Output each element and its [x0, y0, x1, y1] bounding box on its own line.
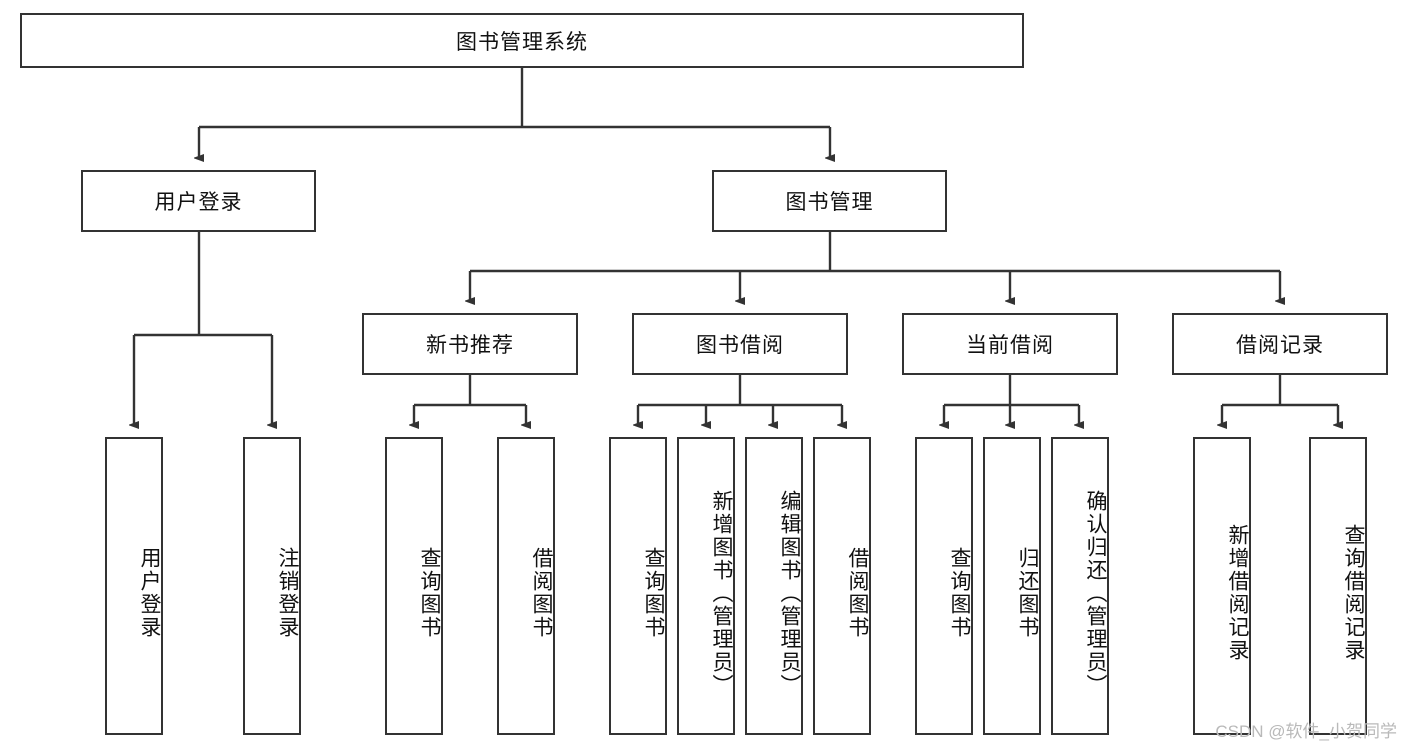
leaf-borrow-query-books[interactable]: 查询图书	[609, 437, 667, 735]
node-label: 用户登录	[138, 547, 161, 639]
node-new-book-recommendation[interactable]: 新书推荐	[362, 313, 578, 375]
node-label: 图书借阅	[696, 334, 784, 357]
node-label: 图书管理系统	[456, 30, 588, 54]
node-label: 借阅图书	[530, 547, 553, 639]
leaf-borrow-add-book-admin[interactable]: 新增图书（管理员）	[677, 437, 735, 735]
node-label: 查询图书	[642, 547, 665, 639]
leaf-logout[interactable]: 注销登录	[243, 437, 301, 735]
node-current-borrowing[interactable]: 当前借阅	[902, 313, 1118, 375]
leaf-new-book-borrow-books[interactable]: 借阅图书	[497, 437, 555, 735]
csdn-watermark: CSDN @软件_小贺同学	[1215, 722, 1397, 741]
leaf-current-return-books[interactable]: 归还图书	[983, 437, 1041, 735]
node-label: 编辑图书（管理员）	[778, 489, 801, 697]
node-label: 图书管理	[785, 191, 874, 214]
node-borrow-records[interactable]: 借阅记录	[1172, 313, 1388, 375]
node-label: 查询图书	[418, 547, 441, 639]
node-book-management[interactable]: 图书管理	[712, 170, 947, 232]
leaf-record-query-borrow-record[interactable]: 查询借阅记录	[1309, 437, 1367, 735]
node-label: 查询图书	[948, 547, 971, 639]
node-label: 归还图书	[1016, 547, 1039, 639]
node-root-book-management-system[interactable]: 图书管理系统	[20, 13, 1024, 68]
leaf-current-confirm-return-admin[interactable]: 确认归还（管理员）	[1051, 437, 1109, 735]
node-label: 查询借阅记录	[1342, 524, 1365, 662]
leaf-user-login[interactable]: 用户登录	[105, 437, 163, 735]
node-label: 借阅记录	[1236, 334, 1324, 357]
node-label: 新增图书（管理员）	[710, 489, 733, 697]
node-label: 注销登录	[276, 547, 299, 639]
leaf-borrow-edit-book-admin[interactable]: 编辑图书（管理员）	[745, 437, 803, 735]
node-label: 新增借阅记录	[1226, 524, 1249, 662]
leaf-new-book-query-books[interactable]: 查询图书	[385, 437, 443, 735]
node-label: 确认归还（管理员）	[1084, 489, 1107, 697]
node-label: 当前借阅	[966, 334, 1054, 357]
node-label: 用户登录	[154, 191, 243, 214]
node-label: 新书推荐	[426, 334, 514, 357]
leaf-borrow-borrow-books[interactable]: 借阅图书	[813, 437, 871, 735]
node-label: 借阅图书	[846, 547, 869, 639]
leaf-current-query-books[interactable]: 查询图书	[915, 437, 973, 735]
node-user-login[interactable]: 用户登录	[81, 170, 316, 232]
node-book-borrowing[interactable]: 图书借阅	[632, 313, 848, 375]
leaf-record-add-borrow-record[interactable]: 新增借阅记录	[1193, 437, 1251, 735]
